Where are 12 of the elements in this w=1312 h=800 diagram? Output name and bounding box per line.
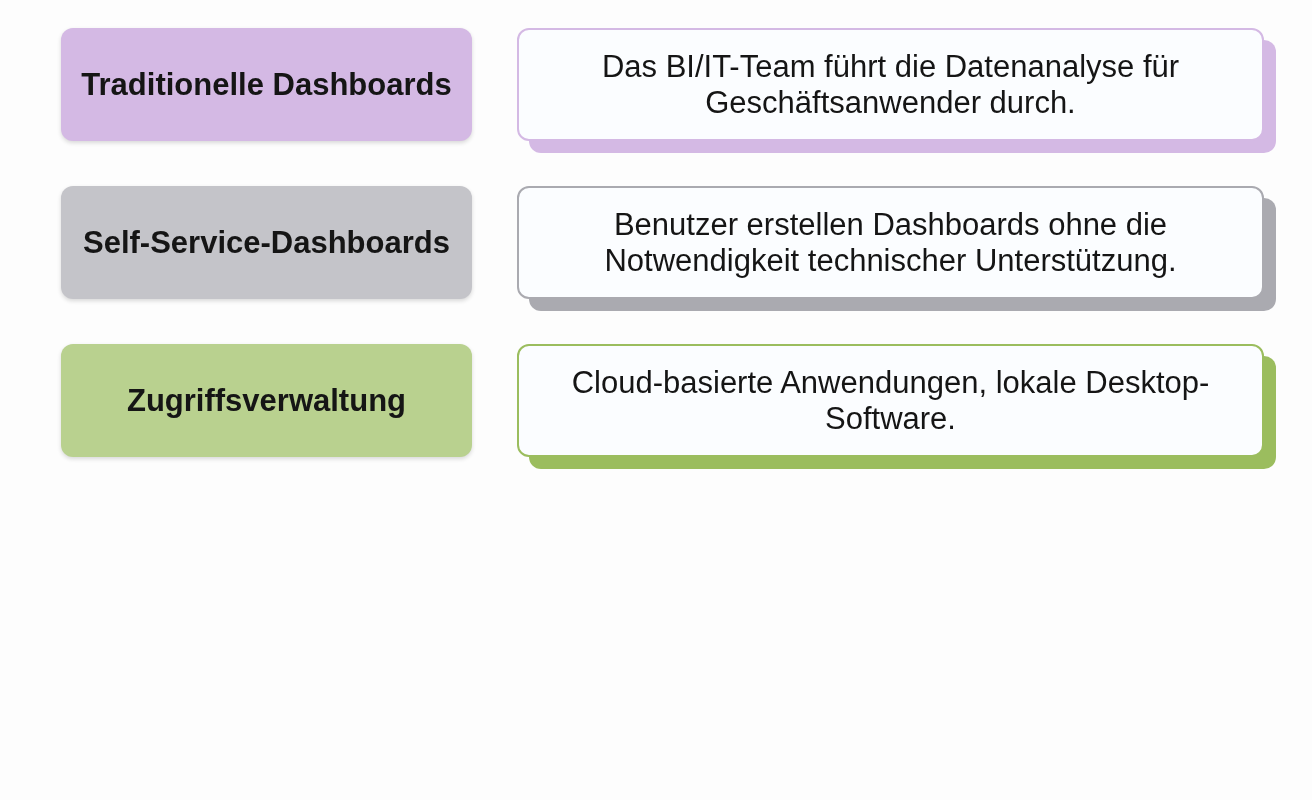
description-text: Cloud-basierte Anwendungen, lokale Desktop-Software. (570, 364, 1211, 437)
category-title: Traditionelle Dashboards (81, 66, 452, 103)
description-text: Das BI/IT-Team führt die Datenanalyse für Geschäftsanwender durch. (600, 48, 1181, 121)
category-title: Zugriffsverwaltung (127, 382, 406, 419)
description-box (517, 344, 1264, 457)
description-text: Benutzer erstellen Dashboards ohne die Notwendigkeit technischer Unterstützung. (603, 206, 1178, 279)
category-title: Self-Service-Dashboards (83, 224, 450, 261)
category-box (61, 28, 472, 141)
category-box (61, 344, 472, 457)
description-box (517, 186, 1264, 299)
category-box (61, 186, 472, 299)
description-box (517, 28, 1264, 141)
